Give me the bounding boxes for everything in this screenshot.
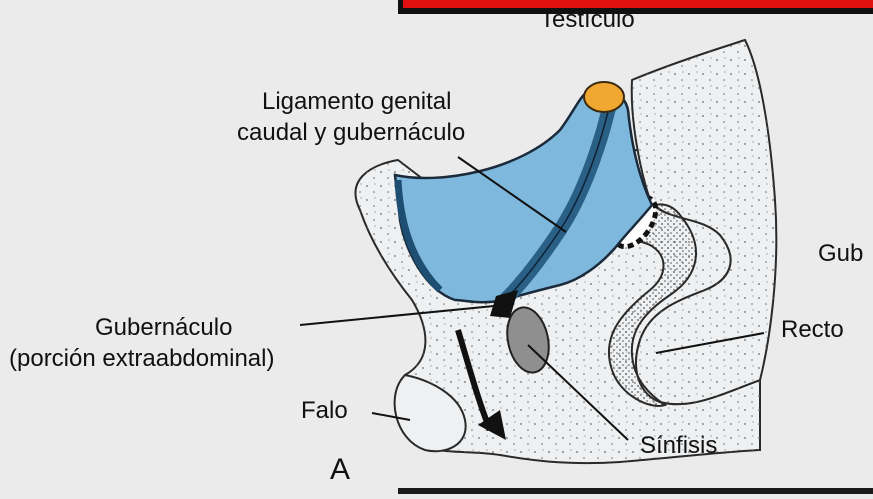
top-bar-red (403, 0, 873, 8)
panel-letter: A (330, 455, 350, 485)
label-sinfisis: Sínfisis (640, 432, 717, 460)
bottom-border (398, 488, 873, 494)
label-recto: Recto (781, 316, 844, 344)
label-ligamento-line1: Ligamento genital (262, 88, 451, 116)
label-ligamento-line2: caudal y gubernáculo (237, 119, 465, 147)
testis (584, 82, 624, 112)
label-gub-cut: Gub (818, 240, 863, 268)
label-gubernaculo-line1: Gubernáculo (95, 314, 232, 342)
label-testiculo: Testículo (540, 6, 635, 34)
label-falo: Falo (301, 397, 348, 425)
label-gubernaculo-line2: (porción extraabdominal) (9, 345, 274, 373)
